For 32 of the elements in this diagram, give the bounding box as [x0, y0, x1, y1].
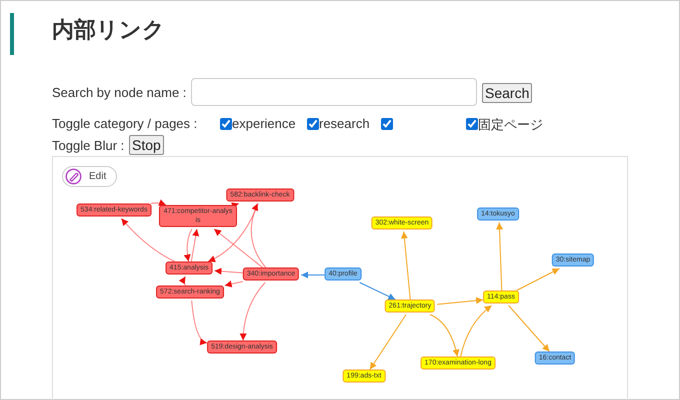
arrow — [191, 300, 208, 344]
arrow — [208, 203, 259, 262]
category-label: experience — [232, 116, 296, 131]
search-button: Search — [482, 83, 532, 103]
arrow — [150, 199, 167, 206]
arrow — [120, 218, 175, 262]
page-title: 内部リンク — [52, 16, 165, 44]
arrow — [429, 314, 460, 357]
category-label: 固定ページ — [478, 116, 543, 134]
stop-button: Stop — [129, 135, 164, 155]
toggle-category-label: Toggle category / pages : — [52, 116, 198, 131]
arrow — [359, 282, 396, 300]
edit-button: Edit — [62, 166, 118, 187]
arrow — [178, 276, 186, 286]
search-label: Search by node name : — [52, 85, 186, 100]
arrow — [508, 305, 550, 352]
arrow — [516, 268, 560, 291]
category-label: research — [319, 116, 370, 131]
arrow — [496, 222, 504, 291]
arrow — [214, 268, 244, 275]
arrow — [224, 280, 244, 288]
arrow — [369, 314, 407, 370]
arrow — [190, 228, 200, 262]
arrow — [436, 297, 484, 305]
arrow — [460, 305, 492, 357]
toggle-blur-label: Toggle Blur : — [52, 138, 124, 153]
arrow — [250, 203, 266, 268]
arrow — [400, 231, 411, 300]
arrow — [214, 228, 264, 268]
arrow — [300, 272, 326, 278]
arrow — [184, 228, 192, 262]
arrow — [240, 282, 266, 341]
